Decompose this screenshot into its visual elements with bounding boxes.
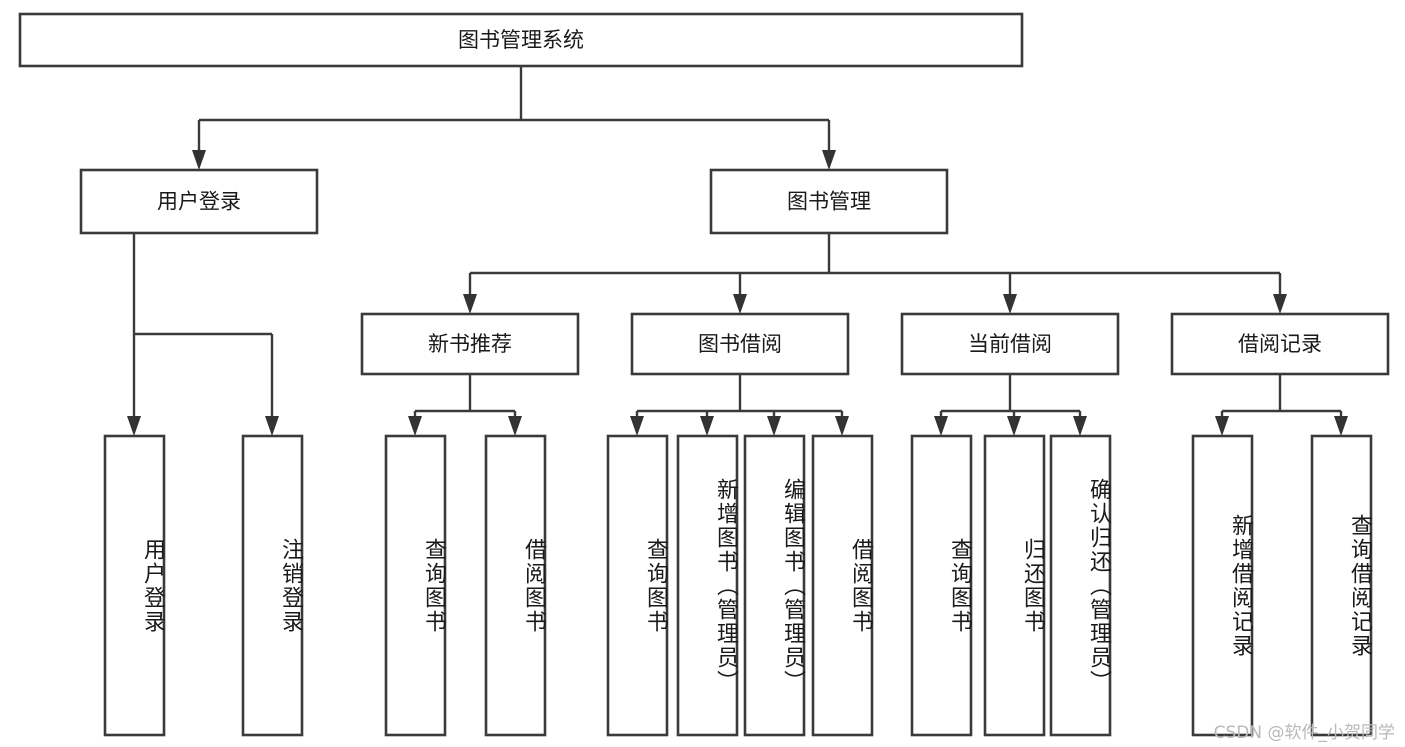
node-new-book-rec[interactable]: 新书推荐 <box>360 312 580 376</box>
node-leaf-query-book-3-rect[interactable] <box>910 434 973 737</box>
arrow-head-icon <box>822 150 836 170</box>
arrow-head-icon <box>934 416 948 436</box>
arrow-head-icon <box>1334 416 1348 436</box>
node-root-rect[interactable] <box>18 12 1024 68</box>
arrow-head-icon <box>463 294 477 314</box>
node-leaf-confirm-return-rect[interactable] <box>1049 434 1112 737</box>
node-new-book-rec-label: 新书推荐 <box>428 332 512 356</box>
node-leaf-query-record-rect[interactable] <box>1310 434 1373 737</box>
node-leaf-edit-book[interactable] <box>743 434 806 737</box>
node-leaf-query-book-3[interactable] <box>910 434 973 737</box>
arrow-head-icon <box>192 150 206 170</box>
connectors-layer <box>127 66 1348 436</box>
node-user-login-label: 用户登录 <box>157 190 241 214</box>
node-leaf-edit-book-label: 编辑图书（管理员） <box>780 477 805 694</box>
arrow-head-icon <box>1007 416 1021 436</box>
arrow-head-icon <box>508 416 522 436</box>
node-borrow-record-label: 借阅记录 <box>1238 332 1322 356</box>
node-root-label: 图书管理系统 <box>458 28 584 52</box>
node-leaf-edit-book-rect[interactable] <box>743 434 806 737</box>
node-leaf-query-record[interactable] <box>1310 434 1373 737</box>
arrow-head-icon <box>127 416 141 436</box>
node-user-login[interactable]: 用户登录 <box>79 168 319 235</box>
node-root[interactable]: 图书管理系统 <box>18 12 1024 68</box>
node-leaf-borrow-book-1[interactable] <box>484 434 547 737</box>
arrow-head-icon <box>733 294 747 314</box>
node-leaf-query-book-1[interactable] <box>384 434 447 737</box>
node-leaf-user-login-label: 用户登录 <box>140 537 165 634</box>
node-book-borrow-rect[interactable] <box>630 312 850 376</box>
node-leaf-return-book[interactable] <box>983 434 1046 737</box>
node-book-borrow-label: 图书借阅 <box>698 332 782 356</box>
node-current-borrow-rect[interactable] <box>900 312 1120 376</box>
node-leaf-return-book-rect[interactable] <box>983 434 1046 737</box>
node-book-manage-rect[interactable] <box>709 168 949 235</box>
arrow-head-icon <box>408 416 422 436</box>
node-leaf-user-logout-rect[interactable] <box>241 434 304 737</box>
node-leaf-add-book[interactable] <box>676 434 739 737</box>
node-user-login-rect[interactable] <box>79 168 319 235</box>
node-leaf-query-book-1-label: 查询图书 <box>421 537 446 634</box>
node-leaf-borrow-book-2-label: 借阅图书 <box>848 537 873 634</box>
arrow-head-icon <box>700 416 714 436</box>
arrow-head-icon <box>1215 416 1229 436</box>
arrow-head-icon <box>1273 294 1287 314</box>
node-borrow-record-rect[interactable] <box>1170 312 1390 376</box>
arrow-head-icon <box>630 416 644 436</box>
node-leaf-confirm-return[interactable] <box>1049 434 1112 737</box>
node-leaf-user-logout-label: 注销登录 <box>278 537 303 634</box>
node-leaf-return-book-label: 归还图书 <box>1020 537 1045 634</box>
node-leaf-add-record-label: 新增借阅记录 <box>1228 513 1253 658</box>
node-leaf-confirm-return-label: 确认归还（管理员） <box>1086 477 1111 694</box>
node-book-manage[interactable]: 图书管理 <box>709 168 949 235</box>
node-current-borrow-label: 当前借阅 <box>968 332 1052 356</box>
arrow-head-icon <box>767 416 781 436</box>
node-book-borrow[interactable]: 图书借阅 <box>630 312 850 376</box>
node-leaf-query-book-3-label: 查询图书 <box>947 537 972 634</box>
arrow-head-icon <box>1003 294 1017 314</box>
node-leaf-add-book-rect[interactable] <box>676 434 739 737</box>
node-leaf-borrow-book-2-rect[interactable] <box>811 434 874 737</box>
node-leaf-query-book-2-rect[interactable] <box>606 434 669 737</box>
node-leaf-borrow-book-1-label: 借阅图书 <box>521 537 546 634</box>
node-leaf-add-book-label: 新增图书（管理员） <box>713 477 738 694</box>
node-leaf-borrow-book-2[interactable] <box>811 434 874 737</box>
csdn-watermark: CSDN @软件_小贺同学 <box>1213 723 1395 743</box>
node-borrow-record[interactable]: 借阅记录 <box>1170 312 1390 376</box>
node-leaf-user-logout[interactable] <box>241 434 304 737</box>
arrow-head-icon <box>265 416 279 436</box>
node-leaf-add-record-rect[interactable] <box>1191 434 1254 737</box>
node-leaf-user-login-rect[interactable] <box>103 434 166 737</box>
node-leaf-borrow-book-1-rect[interactable] <box>484 434 547 737</box>
node-leaf-query-record-label: 查询借阅记录 <box>1347 513 1372 658</box>
node-current-borrow[interactable]: 当前借阅 <box>900 312 1120 376</box>
node-leaf-query-book-2[interactable] <box>606 434 669 737</box>
node-new-book-rec-rect[interactable] <box>360 312 580 376</box>
arrow-head-icon <box>1073 416 1087 436</box>
node-leaf-query-book-1-rect[interactable] <box>384 434 447 737</box>
node-leaf-query-book-2-label: 查询图书 <box>643 537 668 634</box>
node-leaf-user-login[interactable] <box>103 434 166 737</box>
node-leaf-add-record[interactable] <box>1191 434 1254 737</box>
arrow-head-icon <box>835 416 849 436</box>
node-book-manage-label: 图书管理 <box>787 190 871 214</box>
